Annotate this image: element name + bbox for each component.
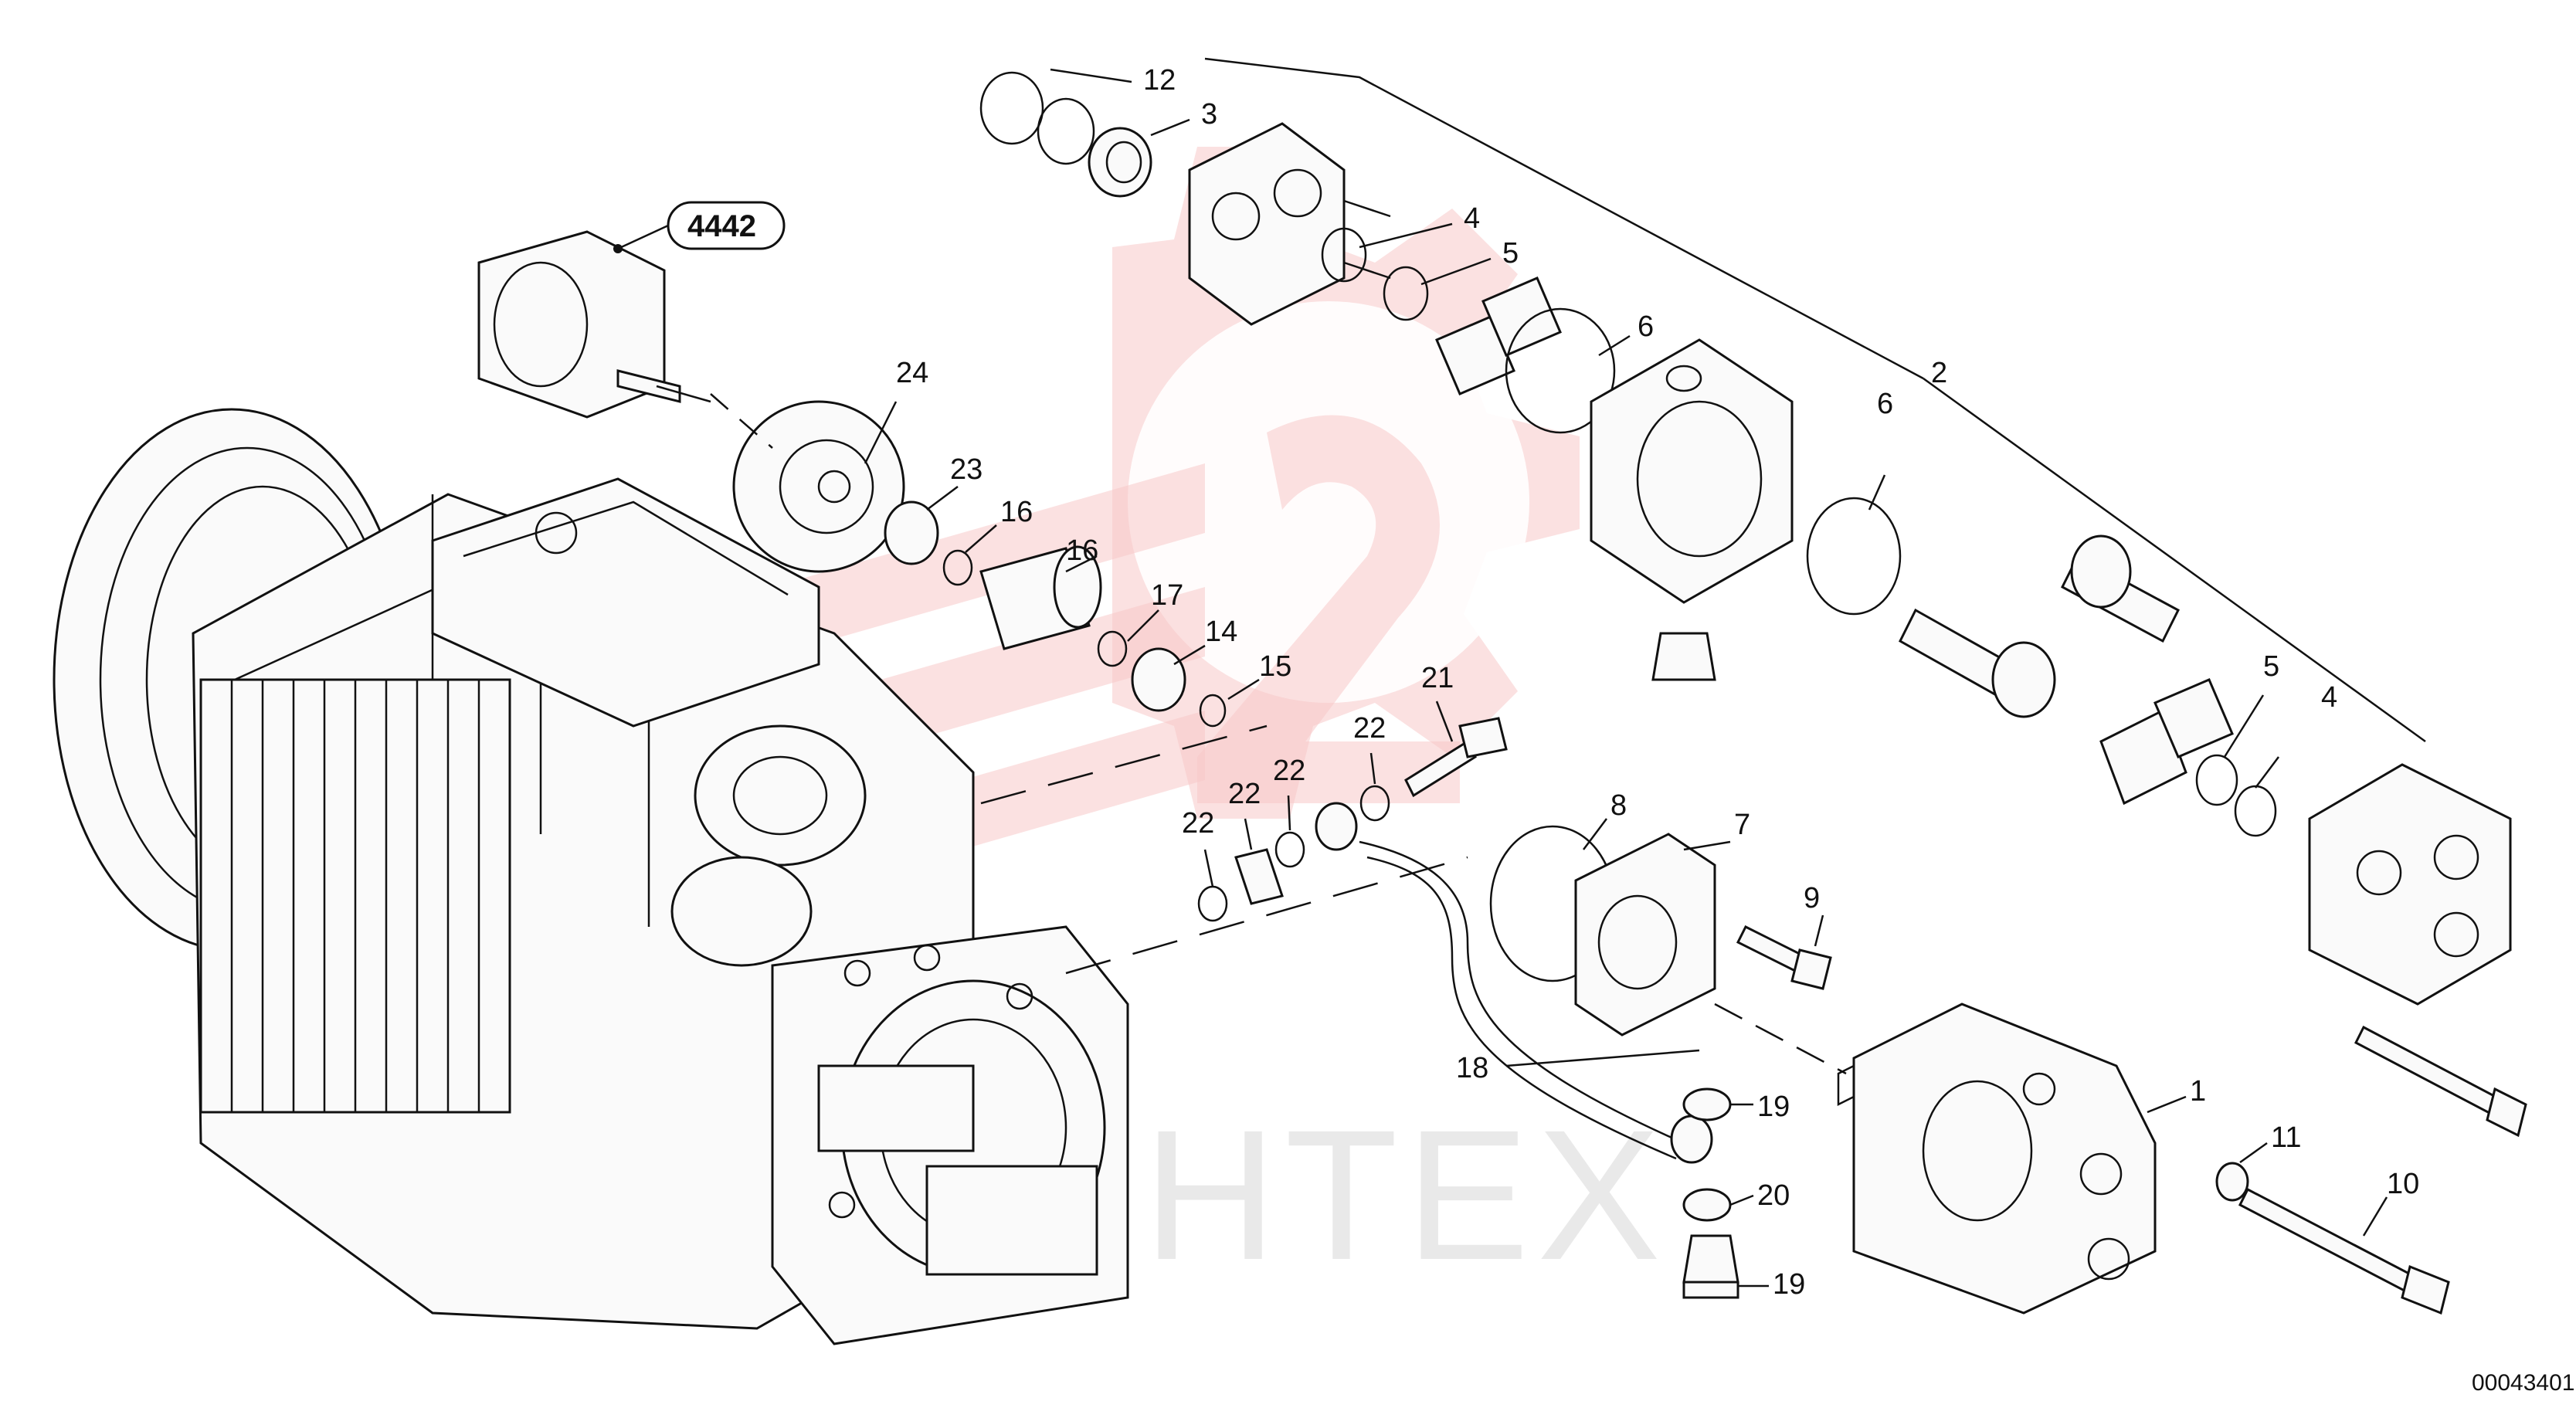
- engine-assembly: [53, 408, 1129, 1345]
- label-part-2: 2: [1931, 357, 1947, 389]
- document-number: 00043401: [2472, 1370, 2574, 1396]
- seal-ring-4-lower: [2234, 785, 2277, 837]
- gear-13: [1131, 647, 1186, 712]
- bolt-upper-right: [2354, 1025, 2527, 1138]
- gear-23: [884, 500, 939, 565]
- label-part-1: 1: [2190, 1075, 2206, 1108]
- label-part-12: 9: [1804, 882, 1820, 914]
- rear-cover: [2308, 763, 2512, 1006]
- sleeve-21: [1234, 848, 1284, 905]
- axis-lines: [710, 393, 1847, 1075]
- label-part-21: 22: [1228, 778, 1261, 810]
- label-part-3: 3: [1201, 98, 1217, 131]
- label-part-7: 12: [1143, 64, 1176, 97]
- washer-22-middle: [1274, 831, 1305, 868]
- part-labels: 12 3 4 5 6 2 6 24 23 16 16 17 14 15 21 2…: [896, 64, 2419, 1301]
- label-part-6-upper: 6: [1638, 310, 1654, 343]
- plug-18: [1682, 1234, 1739, 1299]
- bushings-lower: [2099, 678, 2234, 806]
- label-part-8: 10: [2387, 1168, 2419, 1200]
- plug: [1651, 632, 1716, 681]
- label-part-20: 21: [1421, 662, 1454, 694]
- label-part-6-middle: 6: [1877, 388, 1893, 420]
- label-part-15: 16: [1066, 534, 1098, 567]
- washer-22-upper: [1359, 785, 1390, 822]
- label-part-24: 24: [896, 357, 928, 389]
- seal-ring-4-upper: [1321, 227, 1367, 283]
- svg-text:4442: 4442: [687, 209, 756, 243]
- label-part-13: 14: [1205, 616, 1237, 648]
- gear-pump-1: [1837, 1003, 2157, 1315]
- washer-22-lower: [1197, 885, 1228, 922]
- seal-ring-5-upper: [1383, 266, 1429, 321]
- label-part-16-lower: 17: [1151, 579, 1183, 612]
- label-part-14: 15: [1259, 650, 1291, 683]
- washer-19-lower: [1682, 1188, 1732, 1222]
- label-part-19-lower: 20: [1757, 1179, 1790, 1212]
- auxiliary-pump-4442: [477, 230, 711, 419]
- bolt-8: [2238, 1187, 2450, 1315]
- fitting-12: [1736, 925, 1832, 990]
- label-part-22-lower: 22: [1182, 807, 1214, 840]
- label-part-22-middle: 22: [1273, 755, 1305, 787]
- banjo-fitting: [1315, 802, 1358, 851]
- label-part-4-upper: 4: [1464, 202, 1480, 235]
- seal-ring-5-lower: [2195, 754, 2238, 806]
- drive-gear-24: [732, 400, 905, 573]
- washer-9: [2215, 1162, 2249, 1202]
- bolt-20: [1404, 717, 1508, 798]
- label-part-22-upper: 22: [1353, 712, 1386, 745]
- label-part-23: 23: [950, 453, 983, 486]
- label-part-10: 7: [1734, 809, 1750, 841]
- label-part-4-lower: 4: [2321, 681, 2337, 714]
- label-part-11: 8: [1610, 789, 1627, 822]
- washer-19-upper: [1682, 1087, 1732, 1121]
- leader-lines: [864, 57, 2426, 1288]
- o-ring-6-upper: [1505, 307, 1616, 434]
- label-part-16-upper: 16: [1000, 496, 1033, 528]
- label-part-17: 18: [1456, 1052, 1488, 1084]
- front-cover: [1188, 122, 1391, 326]
- shaft-gear-pair: [1899, 534, 2180, 718]
- reference-callout-4442: 4442: [613, 201, 786, 253]
- label-part-18: 19: [1773, 1268, 1805, 1301]
- ring-14: [1199, 694, 1227, 728]
- flange-10: [1574, 833, 1716, 1036]
- label-part-5-lower: 5: [2263, 650, 2279, 683]
- o-ring-6-middle: [1806, 497, 1902, 616]
- label-part-9: 11: [2271, 1121, 2301, 1154]
- bushings-upper: [1435, 277, 1562, 395]
- circlip-7: [979, 71, 1095, 165]
- ring-16-upper: [942, 549, 973, 586]
- ring-16-lower: [1097, 630, 1128, 667]
- sleeve-15: [979, 545, 1102, 650]
- pump-body: [1590, 338, 1794, 604]
- pipe-17: [1359, 840, 1713, 1164]
- label-part-5-upper: 5: [1502, 237, 1519, 270]
- label-part-19-upper: 19: [1757, 1091, 1790, 1123]
- seal-3: [1088, 127, 1152, 198]
